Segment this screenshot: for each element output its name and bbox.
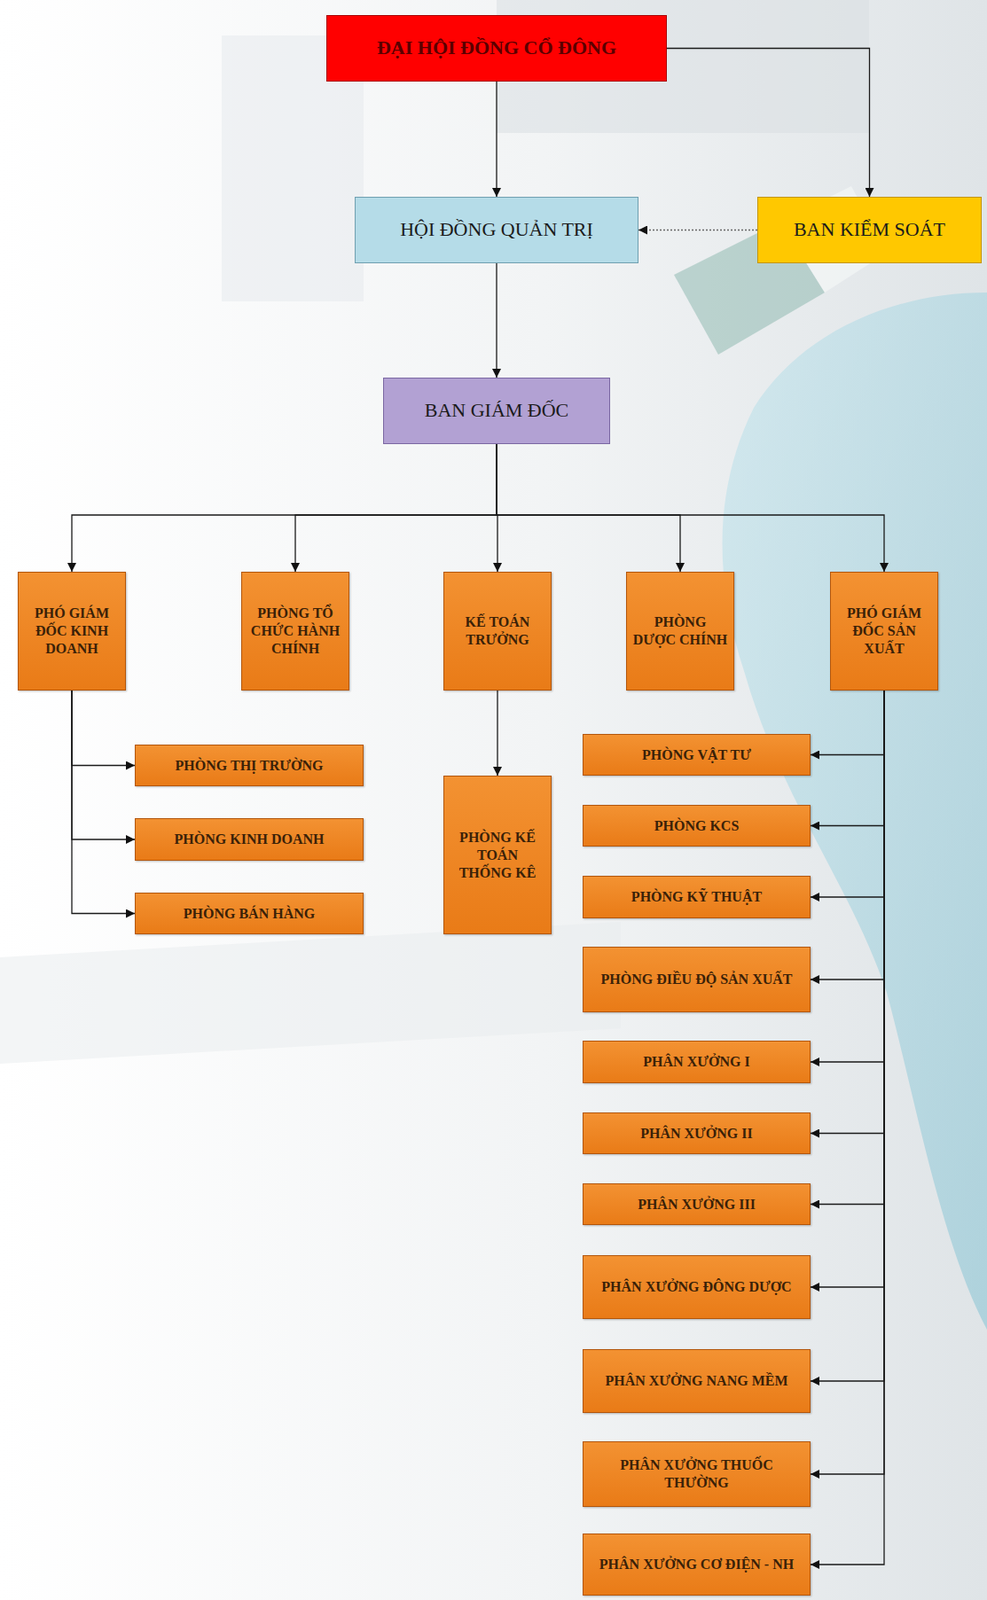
box-label: PHÒNG KỸ THUẬT: [631, 888, 762, 907]
connector-arrow: [495, 81, 497, 197]
box-label: PHÂN XƯỞNG III: [637, 1196, 756, 1215]
box-label: ĐẠI HỘI ĐỒNG CỔ ĐÔNG: [376, 36, 617, 60]
box-label: PHÒNG TỔ CHỨC HÀNH CHÍNH: [247, 604, 344, 658]
connector-arrow: [810, 690, 885, 827]
box-label: KẾ TOÁN TRƯỞNG: [449, 613, 546, 650]
connector-arrow: [71, 444, 497, 572]
connector-arrow: [71, 690, 135, 767]
box-label: PHÂN XƯỞNG NANG MỀM: [604, 1372, 788, 1391]
department-box: PHÓ GIÁM ĐỐC SẢN XUẤT: [830, 571, 939, 691]
unit-box: PHÂN XƯỞNG II: [582, 1112, 811, 1155]
box-label: PHÒNG KINH DOANH: [174, 830, 325, 849]
connector-arrow: [810, 690, 885, 1475]
box-label: PHÒNG DƯỢC CHÍNH: [632, 613, 729, 650]
box-label: PHÂN XƯỞNG II: [640, 1125, 753, 1144]
unit-box: PHÂN XƯỞNG THUỐC THƯỜNG: [582, 1441, 811, 1508]
connector-arrow: [495, 263, 497, 378]
box-label: PHÂN XƯỞNG I: [642, 1053, 750, 1072]
assembly-box: ĐẠI HỘI ĐỒNG CỔ ĐÔNG: [326, 15, 667, 82]
connector-arrow: [71, 690, 135, 915]
unit-box: PHÂN XƯỞNG CƠ ĐIỆN - NH: [582, 1534, 811, 1597]
connector-group: [71, 48, 885, 1567]
connector-arrow: [810, 690, 885, 756]
connector-arrow: [295, 444, 497, 572]
connector-arrow: [810, 690, 885, 1206]
unit-box: PHÂN XƯỞNG NANG MỀM: [582, 1349, 811, 1414]
box-label: BAN GIÁM ĐỐC: [424, 399, 570, 423]
unit-box: PHÒNG KẾ TOÁN THỐNG KÊ: [443, 775, 552, 935]
board-box: HỘI ĐỒNG QUẢN TRỊ: [354, 196, 639, 264]
box-label: PHÒNG KẾ TOÁN THỐNG KÊ: [449, 829, 546, 883]
department-box: PHÓ GIÁM ĐỐC KINH DOANH: [17, 571, 126, 691]
connector-arrow: [810, 690, 885, 1566]
box-label: PHÒNG KCS: [654, 817, 740, 836]
unit-box: PHÂN XƯỞNG III: [582, 1183, 811, 1226]
box-label: PHÒNG VẬT TƯ: [642, 746, 752, 765]
unit-box: PHÒNG KCS: [582, 805, 811, 847]
box-label: PHÓ GIÁM ĐỐC KINH DOANH: [23, 604, 120, 658]
box-label: PHÒNG BÁN HÀNG: [183, 905, 315, 924]
connector-arrow: [810, 690, 885, 898]
department-box: PHÒNG TỔ CHỨC HÀNH CHÍNH: [241, 571, 350, 691]
unit-box: PHÒNG VẬT TƯ: [582, 734, 811, 776]
box-label: BAN KIỂM SOÁT: [793, 218, 946, 242]
department-box: KẾ TOÁN TRƯỞNG: [443, 571, 552, 691]
unit-box: PHÂN XƯỞNG I: [582, 1041, 811, 1084]
box-label: HỘI ĐỒNG QUẢN TRỊ: [399, 218, 594, 242]
director-box: BAN GIÁM ĐỐC: [383, 377, 611, 445]
connector-arrow: [638, 229, 758, 231]
connector-arrow: [666, 48, 870, 198]
unit-box: PHÒNG KINH DOANH: [134, 818, 364, 862]
department-box: PHÒNG DƯỢC CHÍNH: [626, 571, 735, 691]
unit-box: PHÒNG THỊ TRƯỜNG: [134, 744, 364, 787]
box-label: PHÂN XƯỞNG CƠ ĐIỆN - NH: [599, 1556, 794, 1575]
connector-arrow: [496, 444, 681, 572]
connector-arrow: [810, 690, 885, 1288]
box-label: PHÒNG ĐIỀU ĐỘ SẢN XUẤT: [600, 971, 792, 989]
connector-arrow: [496, 690, 498, 776]
unit-box: PHÒNG ĐIỀU ĐỘ SẢN XUẤT: [582, 947, 811, 1013]
connector-arrow: [810, 690, 885, 1135]
connector-arrow: [810, 690, 885, 980]
unit-box: PHÂN XƯỞNG ĐÔNG DƯỢC: [582, 1255, 811, 1320]
box-label: PHÒNG THỊ TRƯỜNG: [175, 757, 324, 776]
connector-arrow: [810, 690, 885, 1382]
box-label: PHÓ GIÁM ĐỐC SẢN XUẤT: [836, 604, 933, 658]
connector-arrow: [71, 690, 135, 840]
connector-arrow: [496, 444, 885, 572]
connector-arrow: [810, 690, 885, 1063]
unit-box: PHÒNG BÁN HÀNG: [134, 893, 364, 935]
bench-shape: [0, 922, 621, 1065]
unit-box: PHÒNG KỸ THUẬT: [582, 876, 811, 919]
box-label: PHÂN XƯỞNG ĐÔNG DƯỢC: [601, 1278, 792, 1297]
box-label: PHÂN XƯỞNG THUỐC THƯỜNG: [588, 1457, 805, 1493]
control-box: BAN KIỂM SOÁT: [757, 196, 982, 264]
